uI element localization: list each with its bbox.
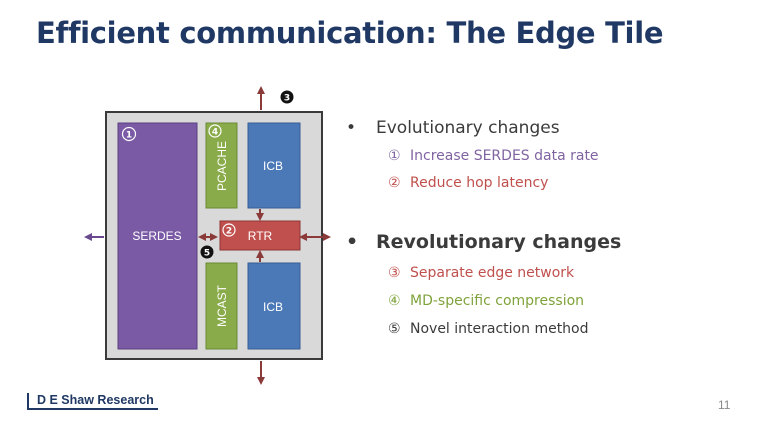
serdes-label: SERDES: [132, 229, 181, 243]
pcache-label: PCACHE: [215, 141, 229, 191]
sub-item-4-marker: ④: [388, 293, 401, 309]
page-number: 11: [718, 398, 731, 412]
bullet-revolutionary: • Revolutionary changes: [346, 231, 621, 253]
pcache-block: [205, 122, 238, 209]
marker-5-label: 5: [204, 249, 210, 259]
sub-item-5: ⑤ Novel interaction method: [388, 321, 589, 337]
sub-item-1: ① Increase SERDES data rate: [388, 148, 599, 164]
bullet-dot: •: [346, 231, 359, 253]
marker-1-label: 1: [126, 131, 132, 141]
sub-item-2-marker: ②: [388, 175, 401, 191]
marker-5: 5: [200, 245, 214, 259]
sub-item-5-text: Novel interaction method: [410, 321, 589, 337]
sub-item-4: ④ MD-specific compression: [388, 293, 584, 309]
serdes-block: [117, 122, 198, 350]
icb-top-label: ICB: [263, 159, 283, 173]
marker-2: 2: [222, 223, 236, 237]
marker-3: 3: [280, 90, 294, 104]
sub-item-2-text: Reduce hop latency: [410, 175, 549, 191]
sub-item-2: ② Reduce hop latency: [388, 175, 548, 191]
rtr-label: RTR: [248, 229, 273, 243]
marker-4-label: 4: [212, 128, 218, 138]
marker-4: 4: [208, 124, 222, 138]
sub-item-4-text: MD-specific compression: [410, 293, 585, 309]
bullet-revolutionary-text: Revolutionary changes: [376, 231, 622, 253]
bullet-dot: •: [346, 118, 357, 138]
icb-bottom-label: ICB: [263, 300, 283, 314]
mcast-block: [205, 262, 238, 350]
sub-item-3: ③ Separate edge network: [388, 265, 574, 281]
marker-3-label: 3: [284, 94, 290, 104]
sub-item-1-text: Increase SERDES data rate: [410, 148, 599, 164]
icb-bottom-block: [247, 262, 301, 350]
company-logo: D E Shaw Research: [27, 393, 158, 410]
marker-2-label: 2: [226, 227, 232, 237]
icb-top-block: [247, 122, 301, 209]
sub-item-5-marker: ⑤: [388, 321, 401, 337]
slide-title: Efficient communication: The Edge Tile: [36, 16, 664, 50]
sub-item-3-marker: ③: [388, 265, 401, 281]
bullet-evolutionary: • Evolutionary changes: [346, 118, 560, 138]
sub-item-1-marker: ①: [388, 148, 401, 164]
marker-1: 1: [121, 126, 137, 142]
bullet-evolutionary-text: Evolutionary changes: [376, 118, 560, 138]
sub-item-3-text: Separate edge network: [410, 265, 575, 281]
mcast-label: MCAST: [215, 284, 229, 327]
